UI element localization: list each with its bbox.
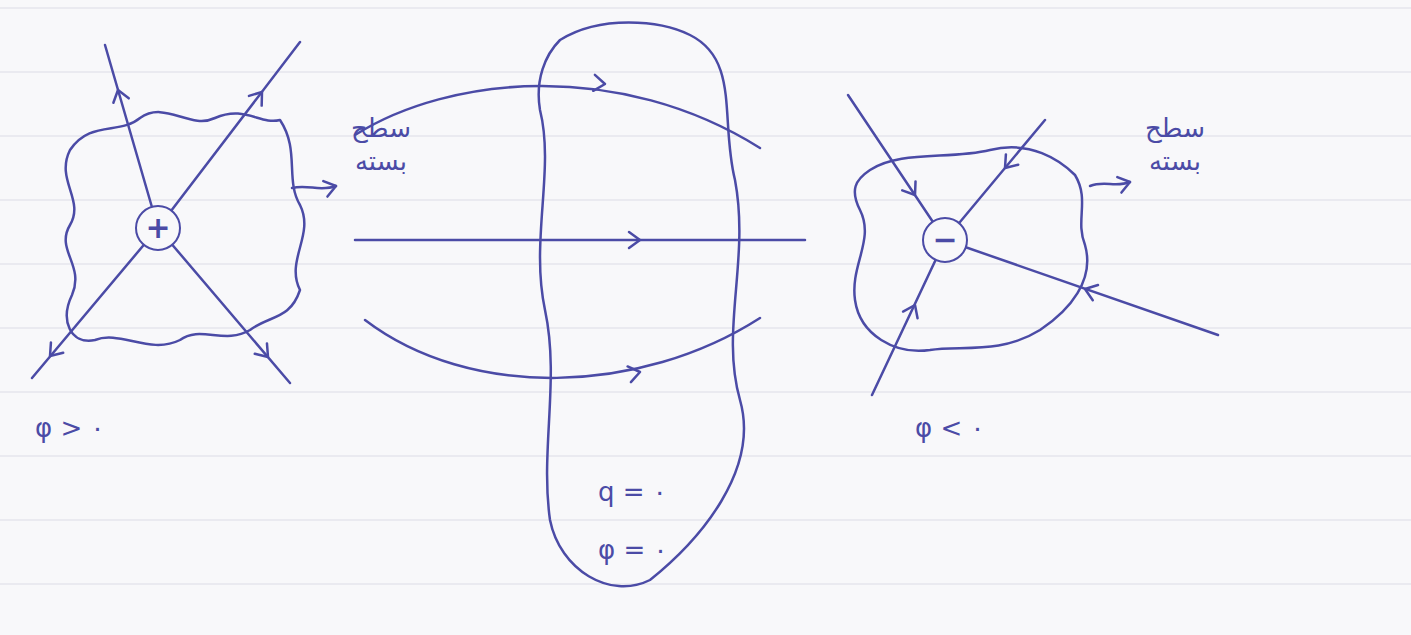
arrowhead [110, 88, 128, 103]
field-line [32, 228, 158, 378]
surface-label: سطح بسته [1136, 112, 1214, 177]
charge-sign: − [932, 225, 957, 255]
field-line [158, 228, 290, 383]
arrowhead [593, 75, 606, 92]
charge-circle: − [922, 217, 968, 263]
arrowhead [44, 342, 63, 361]
field-line [158, 42, 300, 228]
charge-sign: + [145, 213, 170, 243]
field-line [105, 45, 158, 228]
flux-note: φ = ۰ [598, 534, 667, 567]
field-line [945, 240, 1218, 335]
arrowhead [255, 343, 274, 362]
flux-note: q = ۰ [598, 476, 667, 509]
leader-arrow [1090, 182, 1130, 186]
field-line [365, 318, 760, 378]
arrowhead [628, 364, 642, 382]
closed-surface [66, 112, 305, 345]
notebook-rules [0, 8, 1411, 584]
arrowhead [323, 178, 338, 196]
closed-surface [539, 23, 744, 587]
leader-arrow [292, 186, 336, 188]
field-line [848, 95, 945, 240]
arrowhead [902, 181, 921, 199]
flux-note: φ < ۰ [915, 412, 984, 445]
arrowhead [999, 154, 1018, 173]
field-line [355, 239, 805, 242]
arrowhead [1082, 281, 1098, 300]
field-line [872, 240, 945, 395]
surface-label: سطح بسته [342, 112, 420, 177]
arrowhead [1117, 174, 1132, 192]
arrowhead [903, 302, 922, 319]
arrowhead [629, 232, 640, 248]
flux-note: φ > ۰ [35, 412, 104, 445]
charge-circle: + [135, 205, 181, 251]
arrowhead [249, 87, 268, 105]
field-line [355, 86, 760, 148]
